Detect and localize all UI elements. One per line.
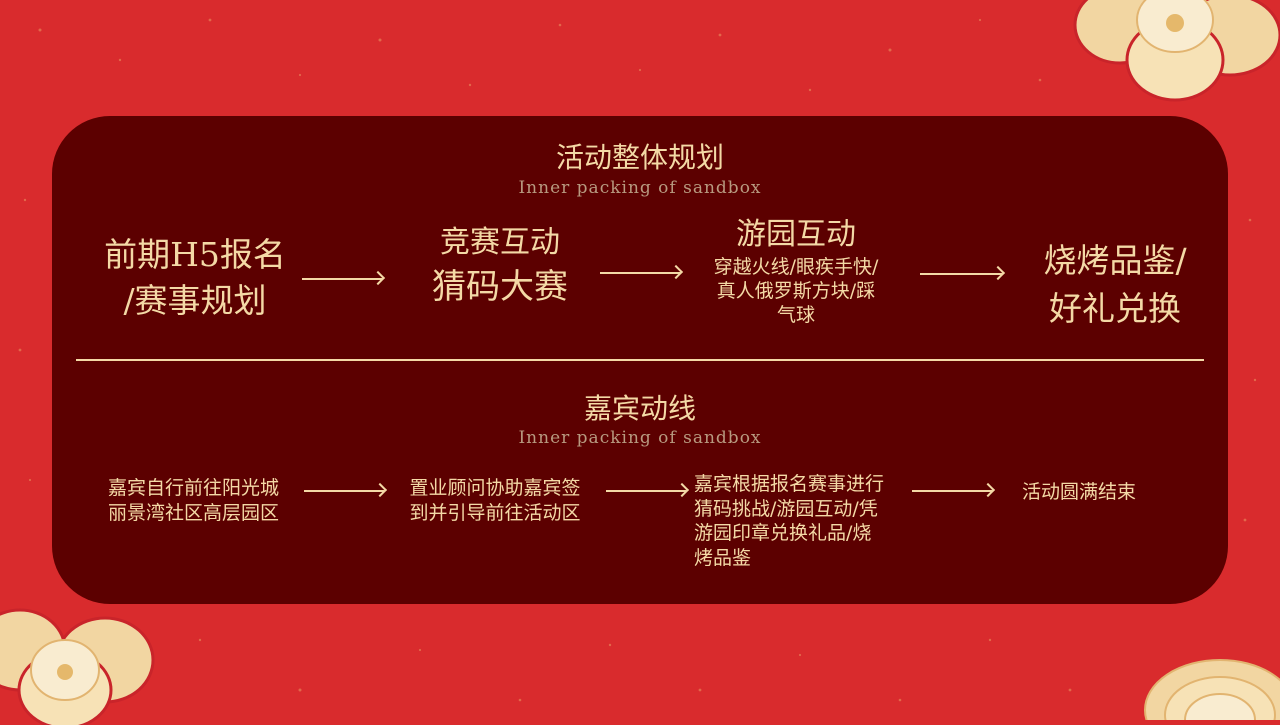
guest-step-arrive: 嘉宾自行前往阳光城 丽景湾社区高层园区 [86, 476, 301, 525]
step-line: 好礼兑换 [1010, 285, 1220, 333]
arrow-right-icon [304, 490, 384, 492]
step-bbq-gifts: 烧烤品鉴/ 好礼兑换 [1010, 237, 1220, 333]
step-line: 竞赛互动 [400, 222, 600, 264]
step-competition: 竞赛互动 猜码大赛 [400, 222, 600, 312]
step-line: /赛事规划 [90, 278, 300, 324]
step-registration: 前期H5报名 /赛事规划 [90, 232, 300, 324]
step-line: 嘉宾根据报名赛事进行 [694, 472, 912, 497]
arrow-right-icon [912, 490, 992, 492]
step-line: 穿越火线/眼疾手快/ [680, 256, 912, 280]
step-line: 置业顾问协助嘉宾签 [392, 476, 598, 501]
step-line: 气球 [680, 304, 912, 328]
step-line: 烤品鉴 [694, 546, 912, 571]
section-divider [76, 359, 1204, 361]
step-line: 烧烤品鉴/ [1010, 237, 1220, 285]
step-line: 前期H5报名 [90, 232, 300, 278]
step-line: 嘉宾自行前往阳光城 [86, 476, 301, 501]
arrow-right-icon [920, 273, 1002, 275]
guest-step-checkin: 置业顾问协助嘉宾签 到并引导前往活动区 [392, 476, 598, 525]
step-line: 到并引导前往活动区 [392, 501, 598, 526]
step-line: 游园印章兑换礼品/烧 [694, 521, 912, 546]
step-line: 游园互动 [680, 214, 912, 256]
section1-title: 活动整体规划 [0, 136, 1280, 176]
section1-subtitle: Inner packing of sandbox [0, 178, 1280, 198]
step-line: 丽景湾社区高层园区 [86, 501, 301, 526]
section2-title: 嘉宾动线 [0, 387, 1280, 427]
step-garden-games: 游园互动 穿越火线/眼疾手快/ 真人俄罗斯方块/踩 气球 [680, 214, 912, 327]
arrow-right-icon [600, 272, 680, 274]
flower-bottom-right-icon [1130, 640, 1280, 720]
flower-bottom-left-icon [0, 585, 180, 725]
step-line: 猜码大赛 [400, 264, 600, 312]
step-line: 猜码挑战/游园互动/凭 [694, 497, 912, 522]
section2-subtitle: Inner packing of sandbox [0, 428, 1280, 448]
arrow-right-icon [606, 490, 686, 492]
arrow-right-icon [302, 278, 382, 280]
step-line: 活动圆满结束 [1022, 480, 1182, 505]
guest-step-end: 活动圆满结束 [1022, 480, 1182, 505]
step-line: 真人俄罗斯方块/踩 [680, 280, 912, 304]
guest-step-activities: 嘉宾根据报名赛事进行 猜码挑战/游园互动/凭 游园印章兑换礼品/烧 烤品鉴 [694, 472, 912, 571]
flower-top-right-icon [1070, 0, 1280, 110]
